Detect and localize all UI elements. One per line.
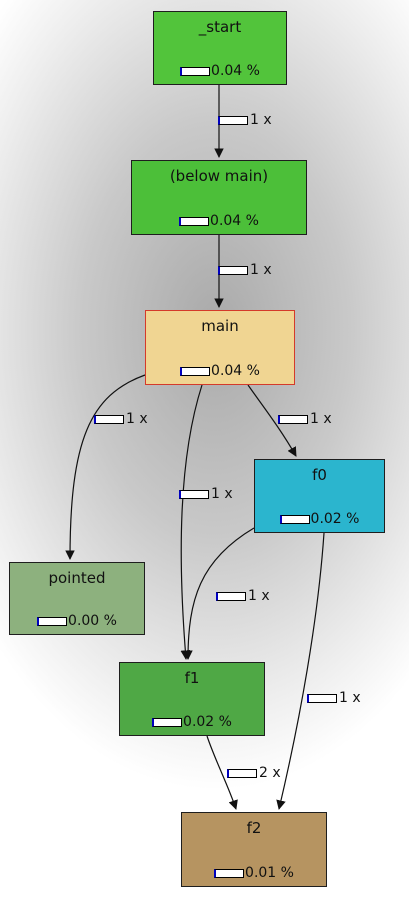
call-bar [278, 414, 308, 424]
call-count-label: 1 x [126, 411, 148, 427]
node-cost: 0.00 % [10, 613, 144, 629]
call-count-label: 1 x [310, 411, 332, 427]
edge-f0-f1 [183, 527, 255, 660]
node-name: f1 [184, 669, 200, 687]
node-cost: 0.02 % [255, 511, 384, 527]
edge-main-f1 [180, 384, 203, 660]
node-cost: 0.04 % [146, 363, 294, 379]
call-count-label: 1 x [248, 588, 270, 604]
cost-bar [180, 366, 211, 376]
node-pointed[interactable]: pointed 0.00 % [9, 562, 145, 635]
call-count-label: 1 x [339, 690, 361, 706]
call-count-label: 1 x [211, 486, 233, 502]
node-main[interactable]: main 0.04 % [145, 310, 295, 385]
call-count-f0-f2[interactable]: 1 x [307, 690, 361, 706]
call-count-start-below[interactable]: 1 x [218, 112, 272, 128]
cost-value: 0.01 % [245, 865, 294, 881]
node-cost: 0.01 % [182, 865, 326, 881]
node-f2[interactable]: f2 0.01 % [181, 812, 327, 887]
cost-value: 0.04 % [211, 363, 260, 379]
node-below-main[interactable]: (below main) 0.04 % [131, 160, 307, 235]
call-bar [307, 693, 337, 703]
node-cost: 0.02 % [120, 714, 264, 730]
edge-main-f0 [247, 384, 297, 457]
node-name: _start [198, 18, 242, 36]
call-bar [94, 414, 124, 424]
edge-main-pointed [65, 374, 146, 560]
call-count-label: 2 x [259, 765, 281, 781]
call-bar [218, 265, 248, 275]
node-name: pointed [48, 569, 106, 587]
node-cost: 0.04 % [154, 63, 286, 79]
node-name: f2 [246, 819, 262, 837]
call-bar [218, 115, 248, 125]
call-count-main-pointed[interactable]: 1 x [94, 411, 148, 427]
node-cost: 0.04 % [132, 213, 306, 229]
node-start[interactable]: _start 0.04 % [153, 11, 287, 85]
edge-f1-f2 [206, 735, 238, 810]
node-name: f0 [312, 466, 327, 484]
edge-f0-f2 [276, 532, 325, 810]
node-name: main [201, 317, 239, 335]
call-bar [216, 591, 246, 601]
cost-bar [180, 66, 211, 76]
cost-bar [37, 616, 68, 626]
cost-bar [279, 514, 310, 524]
call-count-below-main[interactable]: 1 x [218, 262, 272, 278]
cost-value: 0.04 % [210, 213, 259, 229]
node-f1[interactable]: f1 0.02 % [119, 662, 265, 736]
call-count-f1-f2[interactable]: 2 x [227, 765, 281, 781]
cost-bar [214, 868, 245, 878]
call-count-main-f0[interactable]: 1 x [278, 411, 332, 427]
call-bar [227, 768, 257, 778]
call-count-f0-f1[interactable]: 1 x [216, 588, 270, 604]
node-f0[interactable]: f0 0.02 % [254, 459, 385, 533]
cost-bar [152, 717, 183, 727]
cost-value: 0.00 % [68, 613, 117, 629]
call-count-main-f1[interactable]: 1 x [179, 486, 233, 502]
cost-value: 0.04 % [211, 63, 260, 79]
node-name: (below main) [169, 167, 269, 185]
call-count-label: 1 x [250, 262, 272, 278]
cost-bar [179, 216, 210, 226]
call-bar [179, 489, 209, 499]
call-count-label: 1 x [250, 112, 272, 128]
cost-value: 0.02 % [310, 511, 360, 527]
cost-value: 0.02 % [183, 714, 232, 730]
